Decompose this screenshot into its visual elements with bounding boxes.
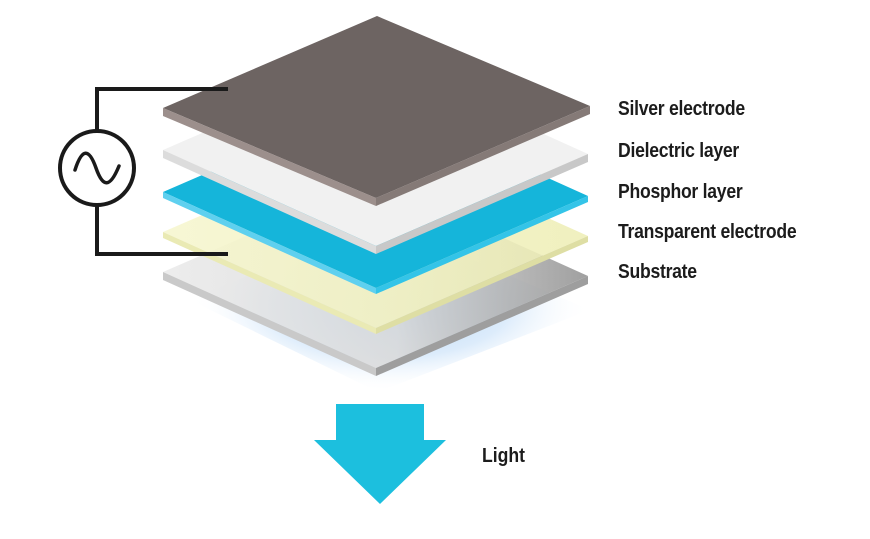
label-light: Light <box>482 445 526 467</box>
label-dielectric-layer: Dielectric layer <box>618 140 740 162</box>
label-substrate: Substrate <box>618 261 697 283</box>
label-silver-electrode: Silver electrode <box>618 98 745 120</box>
label-phosphor-layer: Phosphor layer <box>618 181 743 203</box>
ac-source-icon <box>58 129 136 207</box>
label-transparent-electrode: Transparent electrode <box>618 221 797 243</box>
ac-circuit <box>95 87 228 256</box>
silver-electrode-layer <box>163 16 590 206</box>
light-arrow-icon <box>314 404 446 504</box>
